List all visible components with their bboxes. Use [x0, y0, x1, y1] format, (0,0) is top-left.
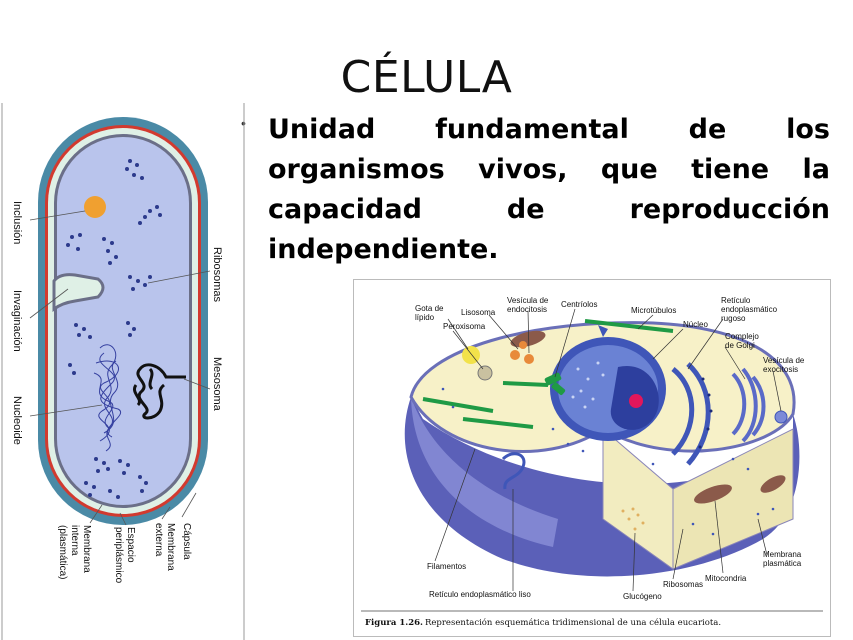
prokaryotic-cell-diagram: Inclusión Invaginación Nucleoide Ribosom… [0, 103, 246, 640]
label-inclusion: Inclusión [11, 201, 23, 244]
cytoplasm-ribosomes [441, 387, 775, 536]
label-filaments: Filamentos [427, 562, 466, 571]
label-rough-er-1: Retículo [721, 296, 751, 305]
label-exocytosis-2: exocitosis [763, 365, 798, 374]
rough-er [671, 362, 711, 466]
label-leaders [434, 308, 782, 592]
label-plasma-membrane-1: Membrana [763, 550, 802, 559]
label-lysosome: Lisosoma [461, 308, 496, 317]
label-mitochondria: Mitocondria [705, 574, 747, 583]
lysosome-2 [524, 354, 534, 364]
label-golgi-1: Complejo [725, 332, 759, 341]
label-periplasm-2: periplásmico [113, 527, 124, 584]
cut-section-side [672, 428, 794, 570]
nucleolus [629, 394, 643, 408]
label-lipid-2: lípido [415, 313, 435, 322]
mitochondria [510, 330, 786, 504]
label-endocytosis-1: Vesícula de [507, 296, 549, 305]
lysosome-3 [519, 341, 527, 349]
label-invagination: Invaginación [11, 290, 23, 352]
label-golgi-2: de Golgi [725, 341, 755, 350]
label-peroxisome: Peroxisoma [443, 322, 486, 331]
label-rough-er-3: rugoso [721, 314, 746, 323]
label-nucleus: Núcleo [683, 320, 708, 329]
endocytosis-vesicle [598, 325, 608, 337]
ribosomes [66, 159, 162, 499]
microtubules [422, 319, 674, 429]
label-smooth-er: Retículo endoplasmático liso [429, 590, 531, 599]
exocytosis-vesicle [774, 410, 788, 424]
caption-label: Figura 1.26. [365, 618, 423, 628]
inclusion [84, 196, 106, 218]
lysosome [510, 350, 520, 360]
cell-definition: Unidad fundamental de los organismos viv… [268, 114, 830, 265]
cytoplasm [57, 137, 189, 505]
cell-side-highlight [411, 397, 558, 547]
label-periplasm-1: Espacio [125, 527, 136, 563]
golgi-complex [731, 367, 766, 443]
smooth-er [501, 452, 526, 490]
label-nucleoid: Nucleoide [11, 396, 23, 445]
label-outer-membrane-1: Membrana [165, 523, 176, 571]
label-glycogen: Glucógeno [623, 592, 662, 601]
label-exocytosis-1: Vesícula de [763, 356, 805, 365]
nucleoid [93, 344, 121, 452]
label-lipid-1: Gota de [415, 304, 444, 313]
label-inner-membrane-1: Membrana [81, 525, 92, 573]
eukaryote-labels: Gota de lípido Lisosoma Peroxisoma Vesíc… [415, 296, 805, 601]
label-endocytosis-2: endocitosis [507, 305, 547, 314]
label-centrioles: Centríolos [561, 300, 597, 309]
centrioles [544, 372, 566, 395]
label-ribosomes: Ribosomas [663, 580, 703, 589]
rough-er-ribosomes [698, 377, 713, 449]
label-microtubules: Microtúbulos [631, 306, 676, 315]
mesosome [133, 363, 186, 420]
invagination [52, 273, 105, 312]
label-leaders [29, 210, 211, 526]
bullet-mark: • [241, 115, 246, 131]
label-rough-er-2: endoplasmático [721, 305, 778, 314]
peroxisome [477, 365, 493, 381]
caption-text: Representación esquemática tridimensiona… [425, 617, 721, 628]
label-inner-membrane-2: interna [69, 525, 80, 556]
label-capsule: Cápsula [181, 523, 192, 560]
label-ribosomes: Ribosomas [211, 247, 223, 303]
label-mesosome: Mesosoma [211, 357, 223, 412]
label-inner-membrane-3: (plasmática) [57, 525, 68, 579]
nuclear-pores [571, 361, 605, 409]
page-title: CÉLULA [340, 52, 513, 103]
glycogen [621, 507, 645, 531]
label-outer-membrane-2: externa [153, 523, 164, 557]
label-plasma-membrane-2: plasmática [763, 559, 802, 568]
eukaryotic-cell-diagram: Gota de lípido Lisosoma Peroxisoma Vesíc… [353, 279, 831, 637]
